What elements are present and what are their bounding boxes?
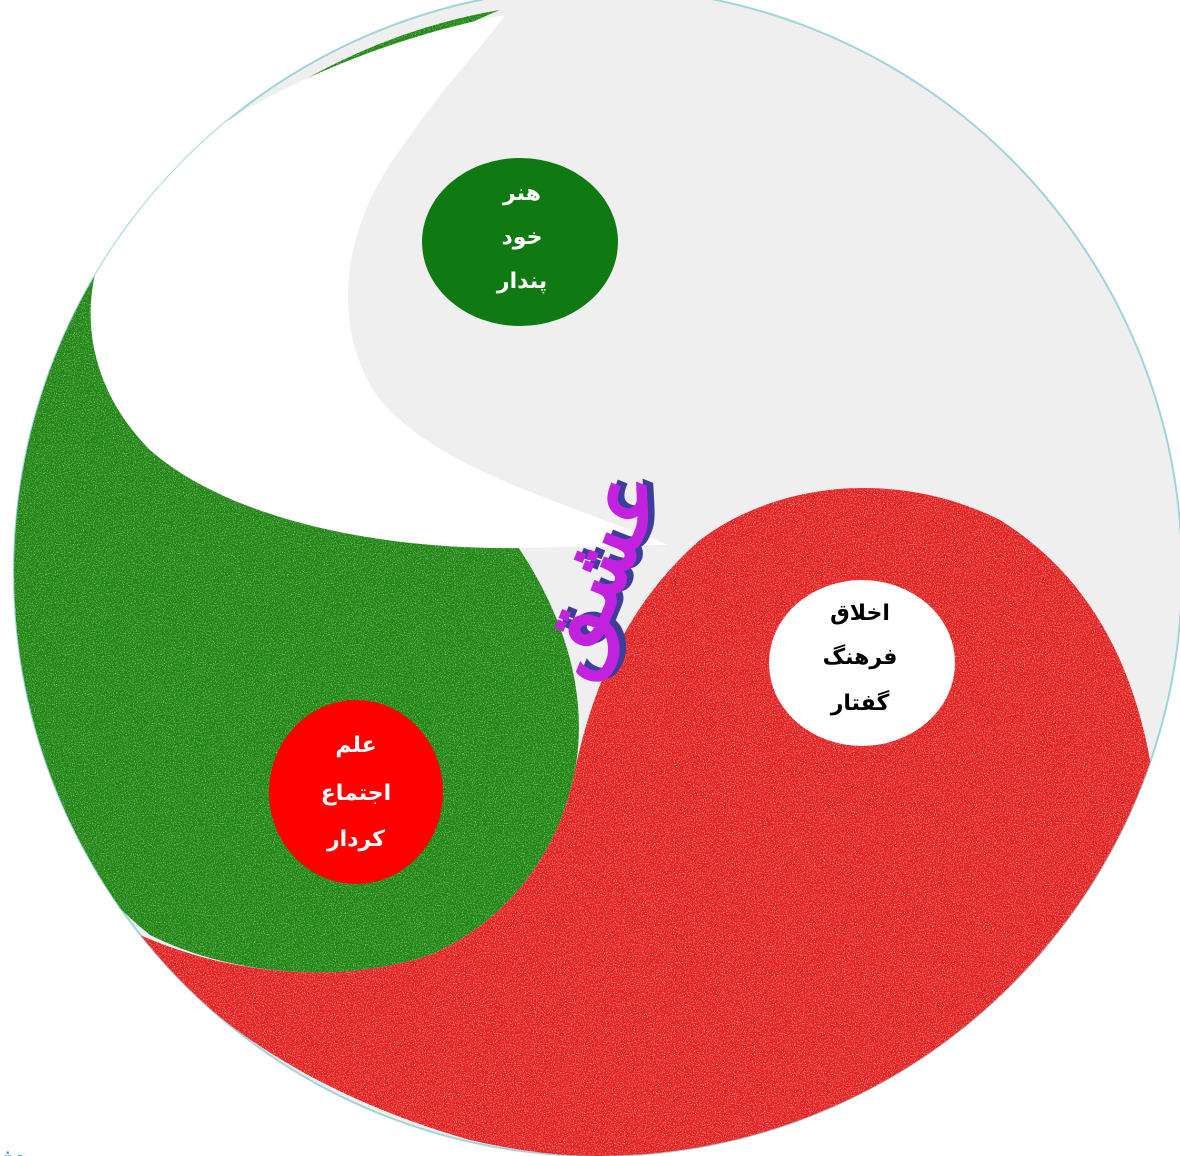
node-red-line2: اجتماع	[321, 781, 391, 806]
node-white-line3: گفتار	[830, 689, 890, 716]
node-red: علم اجتماع کردار	[269, 700, 443, 884]
node-red-line3: کردار	[326, 827, 385, 852]
node-green-line1: هنر	[502, 181, 541, 206]
node-green: هنر خود پندار	[422, 158, 618, 326]
node-white-line2: فرهنگ	[823, 643, 898, 670]
node-white-line1: اخلاق	[830, 601, 890, 626]
node-red-line1: علم	[335, 733, 376, 758]
node-white: اخلاق فرهنگ گفتار	[769, 580, 955, 746]
node-green-line3: پندار	[496, 269, 547, 294]
node-green-line2: خود	[502, 225, 543, 250]
corner-text: هژ	[0, 1143, 35, 1156]
